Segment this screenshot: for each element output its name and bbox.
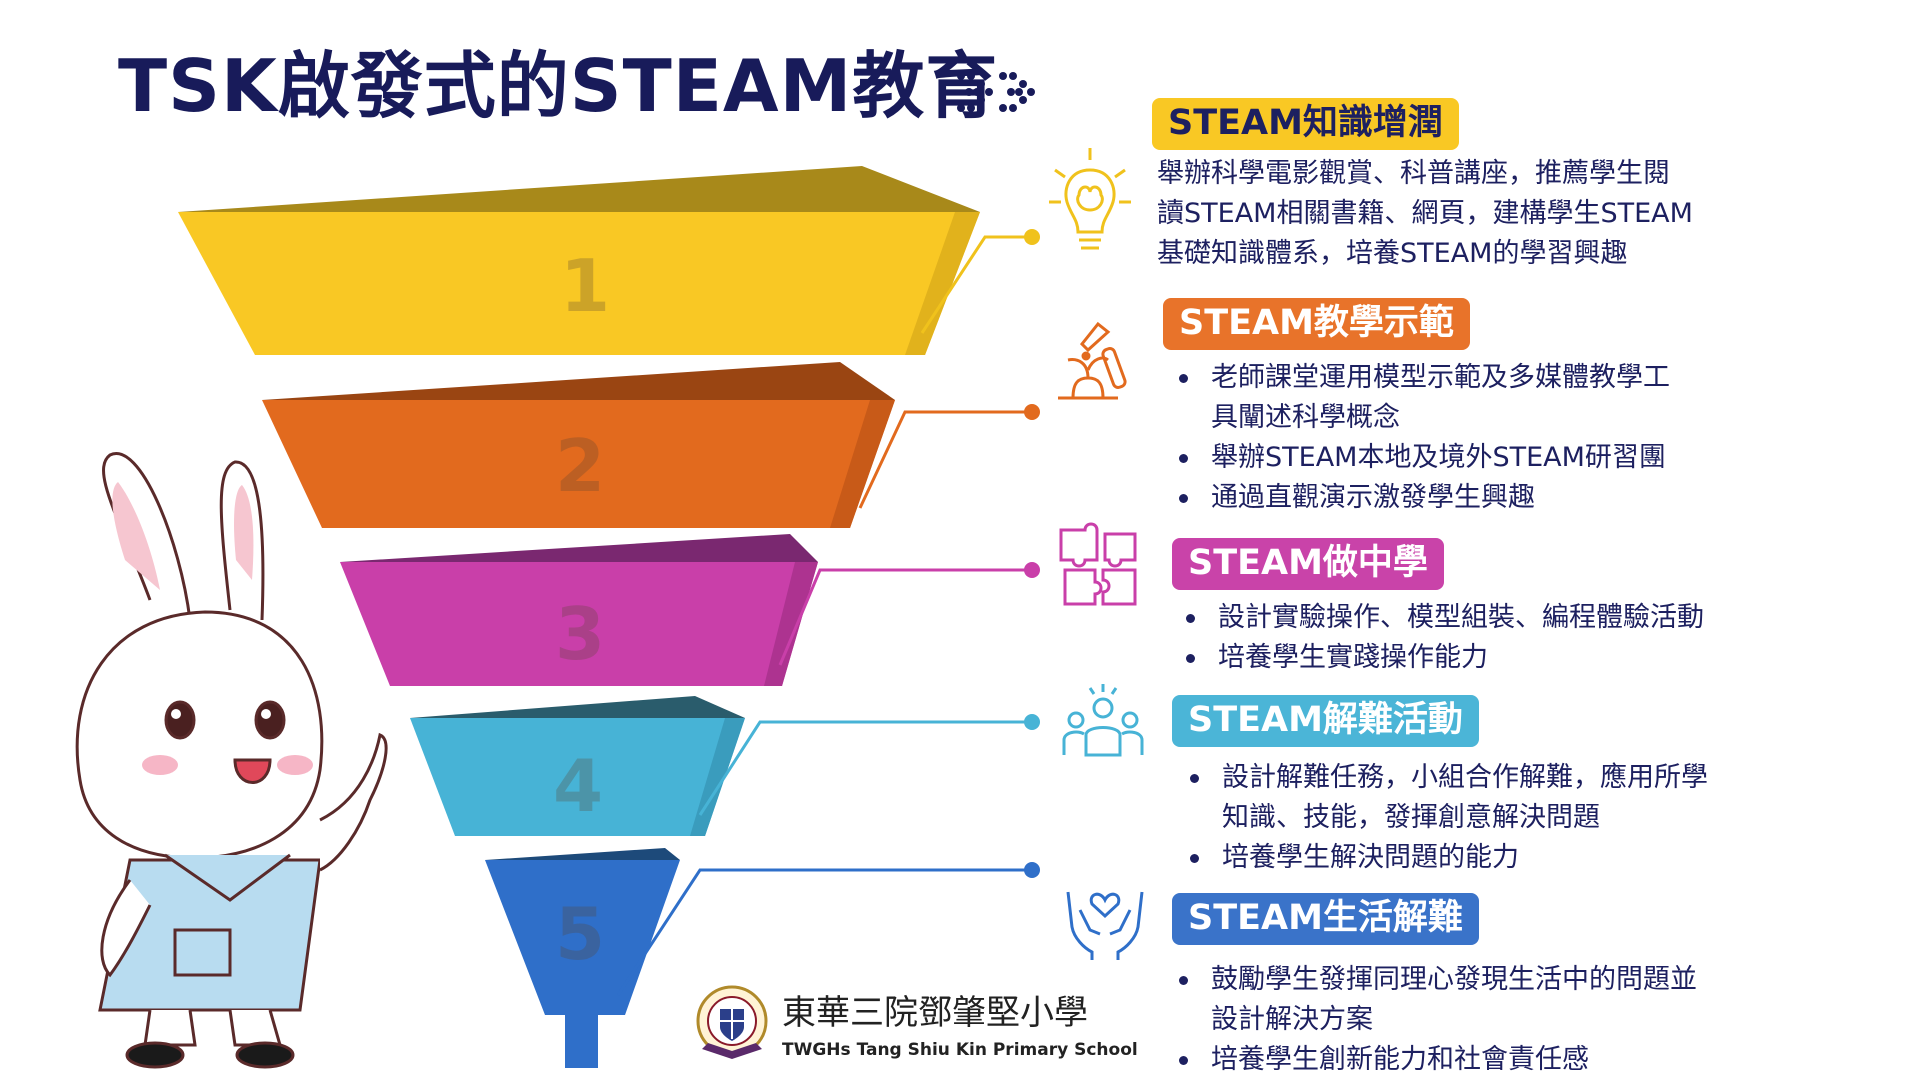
stage-2-heading: STEAM教學示範 [1163, 298, 1470, 350]
funnel-layer-5 [485, 848, 680, 1068]
stage-1-description: 舉辦科學電影觀賞、科普講座，推薦學生閱 讀STEAM相關書籍、網頁，建構學生ST… [1157, 154, 1693, 274]
lightbulb-brain-icon [1049, 148, 1131, 250]
list-item: 鼓勵學生發揮同理心發現生活中的問題並 設計解決方案 [1175, 960, 1697, 1040]
description-line: 舉辦科學電影觀賞、科普講座，推薦學生閱 [1157, 158, 1670, 189]
bullet-line: 舉辦STEAM本地及境外STEAM研習團 [1211, 442, 1666, 473]
page-title: TSK啟發式的STEAM教育 [118, 44, 999, 128]
team-idea-icon [1062, 684, 1144, 757]
bullet-line: 設計解決方案 [1211, 1004, 1373, 1035]
bullet-line: 設計解難任務，小組合作解難，應用所學 [1222, 762, 1708, 793]
school-crest-icon [696, 985, 768, 1059]
puzzle-icon [1059, 522, 1137, 606]
bullet-line: 通過直觀演示激發學生興趣 [1211, 482, 1535, 513]
stage-1-heading: STEAM知識增潤 [1152, 98, 1459, 150]
bullet-line: 具闡述科學概念 [1211, 402, 1400, 433]
lab-experiment-icon [1058, 321, 1127, 400]
school-name-chinese: 東華三院鄧肇堅小學 [782, 993, 1088, 1033]
funnel-layer-4 [410, 696, 745, 836]
list-item: 培養學生實踐操作能力 [1182, 638, 1704, 678]
funnel-layer-3 [340, 534, 818, 686]
stage-number-3: 3 [554, 592, 606, 676]
school-name-english: TWGHs Tang Shiu Kin Primary School [782, 1040, 1138, 1060]
list-item: 設計實驗操作、模型組裝、編程體驗活動 [1182, 598, 1704, 638]
description-line: 基礎知識體系，培養STEAM的學習興趣 [1157, 238, 1628, 269]
list-item: 老師課堂運用模型示範及多媒體教學工 具闡述科學概念 [1175, 358, 1670, 438]
list-item: 通過直觀演示激發學生興趣 [1175, 478, 1670, 518]
list-item: 舉辦STEAM本地及境外STEAM研習團 [1175, 438, 1670, 478]
stage-4-heading: STEAM解難活動 [1172, 695, 1479, 747]
bullet-line: 老師課堂運用模型示範及多媒體教學工 [1211, 362, 1670, 393]
bullet-line: 設計實驗操作、模型組裝、編程體驗活動 [1218, 602, 1704, 633]
bullet-line: 培養學生解決問題的能力 [1222, 842, 1519, 873]
stage-number-2: 2 [554, 424, 606, 508]
bullet-line: 鼓勵學生發揮同理心發現生活中的問題並 [1211, 964, 1697, 995]
hands-heart-icon [1066, 891, 1144, 960]
stage-2-bullets: 老師課堂運用模型示範及多媒體教學工 具闡述科學概念 舉辦STEAM本地及境外ST… [1175, 358, 1670, 518]
stage-5-heading: STEAM生活解難 [1172, 893, 1479, 945]
list-item: 設計解難任務，小組合作解難，應用所學 知識、技能，發揮創意解決問題 [1186, 758, 1708, 838]
stage-5-bullets: 鼓勵學生發揮同理心發現生活中的問題並 設計解決方案 培養學生創新能力和社會責任感 [1175, 960, 1697, 1080]
list-item: 培養學生創新能力和社會責任感 [1175, 1040, 1697, 1080]
stage-4-bullets: 設計解難任務，小組合作解難，應用所學 知識、技能，發揮創意解決問題 培養學生解決… [1186, 758, 1708, 878]
double-chevron-icon [957, 72, 1035, 112]
stage-number-4: 4 [552, 744, 604, 828]
funnel-layer-1 [178, 166, 980, 355]
stage-number-1: 1 [559, 244, 611, 328]
bullet-line: 培養學生創新能力和社會責任感 [1211, 1044, 1589, 1075]
stage-number-5: 5 [554, 892, 606, 976]
bullet-line: 知識、技能，發揮創意解決問題 [1222, 802, 1600, 833]
stage-3-heading: STEAM做中學 [1172, 538, 1444, 590]
rabbit-mascot [75, 452, 388, 1069]
stage-3-bullets: 設計實驗操作、模型組裝、編程體驗活動 培養學生實踐操作能力 [1182, 598, 1704, 678]
funnel-layer-2 [262, 362, 895, 528]
description-line: 讀STEAM相關書籍、網頁，建構學生STEAM [1157, 198, 1693, 229]
list-item: 培養學生解決問題的能力 [1186, 838, 1708, 878]
bullet-line: 培養學生實踐操作能力 [1218, 642, 1488, 673]
